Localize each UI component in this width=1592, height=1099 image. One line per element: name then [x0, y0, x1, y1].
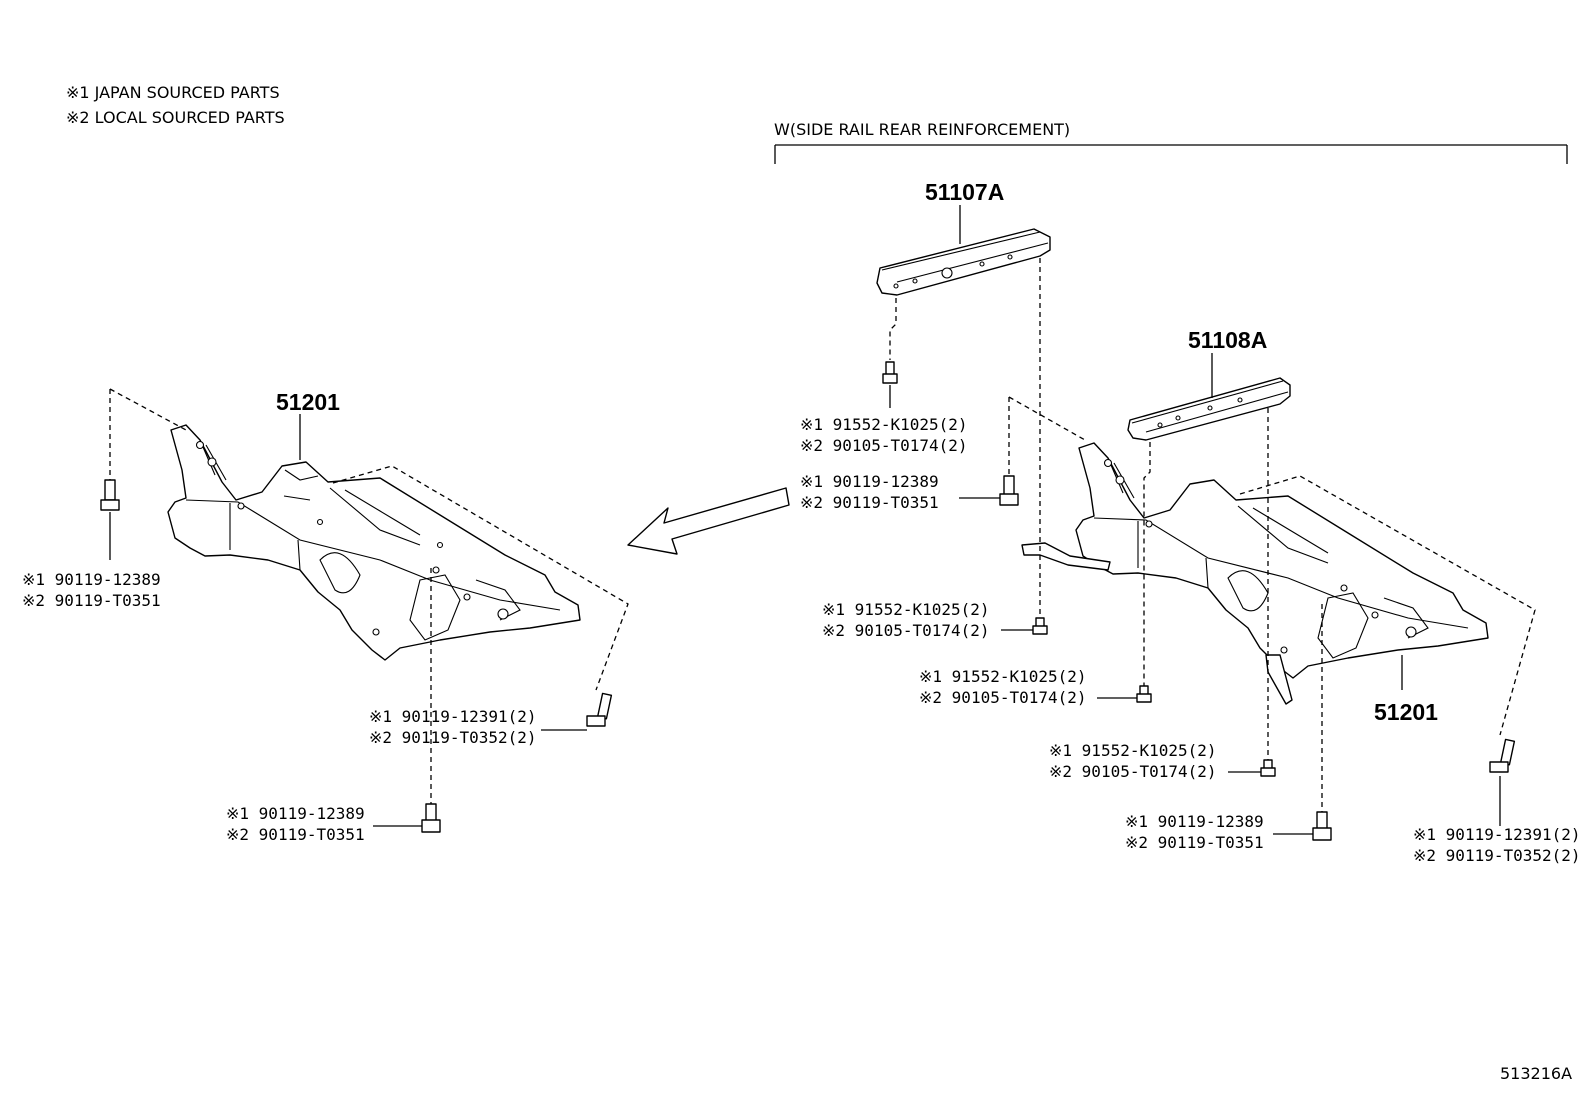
- svg-text:※1 90119-12389: ※1 90119-12389: [226, 804, 365, 823]
- arrow-left-icon: [627, 487, 790, 555]
- callout-right-screw-c: ※1 91552-K1025(2) ※2 90105-T0174(2): [919, 667, 1087, 707]
- callout-left-bolt-mid: ※1 90119-12391(2) ※2 90119-T0352(2): [369, 707, 537, 747]
- part-no-51201-left: 51201: [276, 389, 340, 415]
- bolt-icon: [999, 475, 1019, 506]
- svg-text:※2 90105-T0174(2): ※2 90105-T0174(2): [919, 688, 1087, 707]
- variant-header: W(SIDE RAIL REAR REINFORCEMENT): [774, 120, 1070, 139]
- callout-right-bolt-far: ※1 90119-12391(2) ※2 90119-T0352(2): [1413, 825, 1581, 865]
- part-no-51201-right: 51201: [1374, 699, 1438, 725]
- svg-text:※2 90119-T0352(2): ※2 90119-T0352(2): [369, 728, 537, 747]
- callout-right-bolt-top: ※1 90119-12389 ※2 90119-T0351: [800, 472, 939, 512]
- screw-icon: [1136, 685, 1152, 703]
- svg-text:※1 91552-K1025(2): ※1 91552-K1025(2): [919, 667, 1087, 686]
- screw-icon: [1032, 617, 1048, 635]
- svg-text:※2 90105-T0174(2): ※2 90105-T0174(2): [800, 436, 968, 455]
- note-japan-sourced: ※1 JAPAN SOURCED PARTS: [66, 83, 280, 102]
- callout-right-screw-a: ※1 91552-K1025(2) ※2 90105-T0174(2): [800, 415, 968, 455]
- callout-left-bolt-bottom: ※1 90119-12389 ※2 90119-T0351: [226, 804, 365, 844]
- bolt-icon: [100, 479, 120, 511]
- svg-text:※2 90119-T0351: ※2 90119-T0351: [800, 493, 939, 512]
- figure-number: 513216A: [1500, 1064, 1572, 1083]
- screw-icon: [1260, 759, 1276, 777]
- svg-text:※1 90119-12389: ※1 90119-12389: [22, 570, 161, 589]
- bolt-icon: [586, 692, 613, 727]
- left-crossmember: [167, 424, 581, 661]
- right-crossmember: [1021, 442, 1489, 705]
- svg-text:※1 91552-K1025(2): ※1 91552-K1025(2): [1049, 741, 1217, 760]
- bolt-icon: [421, 803, 441, 833]
- note-local-sourced: ※2 LOCAL SOURCED PARTS: [66, 108, 285, 127]
- svg-text:※2 90119-T0351: ※2 90119-T0351: [22, 591, 161, 610]
- variant-bracket: [774, 144, 1568, 164]
- bolt-icon: [1489, 738, 1516, 773]
- part-no-51108A: 51108A: [1188, 327, 1267, 353]
- svg-text:※1 90119-12389: ※1 90119-12389: [800, 472, 939, 491]
- svg-text:※2 90119-T0352(2): ※2 90119-T0352(2): [1413, 846, 1581, 865]
- svg-text:※2 90105-T0174(2): ※2 90105-T0174(2): [822, 621, 990, 640]
- svg-text:※2 90105-T0174(2): ※2 90105-T0174(2): [1049, 762, 1217, 781]
- callout-right-bolt-bottom: ※1 90119-12389 ※2 90119-T0351: [1125, 812, 1264, 852]
- reinforcement-51107A: [876, 228, 1051, 296]
- callout-right-screw-b: ※1 91552-K1025(2) ※2 90105-T0174(2): [822, 600, 990, 640]
- svg-text:※1 90119-12391(2): ※1 90119-12391(2): [369, 707, 537, 726]
- svg-text:※2 90119-T0351: ※2 90119-T0351: [226, 825, 365, 844]
- svg-text:※1 90119-12391(2): ※1 90119-12391(2): [1413, 825, 1581, 844]
- reinforcement-51108A: [1127, 377, 1291, 441]
- svg-text:※1 90119-12389: ※1 90119-12389: [1125, 812, 1264, 831]
- svg-text:※1 91552-K1025(2): ※1 91552-K1025(2): [800, 415, 968, 434]
- part-no-51107A: 51107A: [925, 179, 1004, 205]
- svg-text:※2 90119-T0351: ※2 90119-T0351: [1125, 833, 1264, 852]
- callout-right-screw-d: ※1 91552-K1025(2) ※2 90105-T0174(2): [1049, 741, 1217, 781]
- svg-text:※1 91552-K1025(2): ※1 91552-K1025(2): [822, 600, 990, 619]
- bolt-icon: [882, 361, 898, 384]
- callout-left-bolt-top: ※1 90119-12389 ※2 90119-T0351: [22, 570, 161, 610]
- bolt-icon: [1312, 811, 1332, 841]
